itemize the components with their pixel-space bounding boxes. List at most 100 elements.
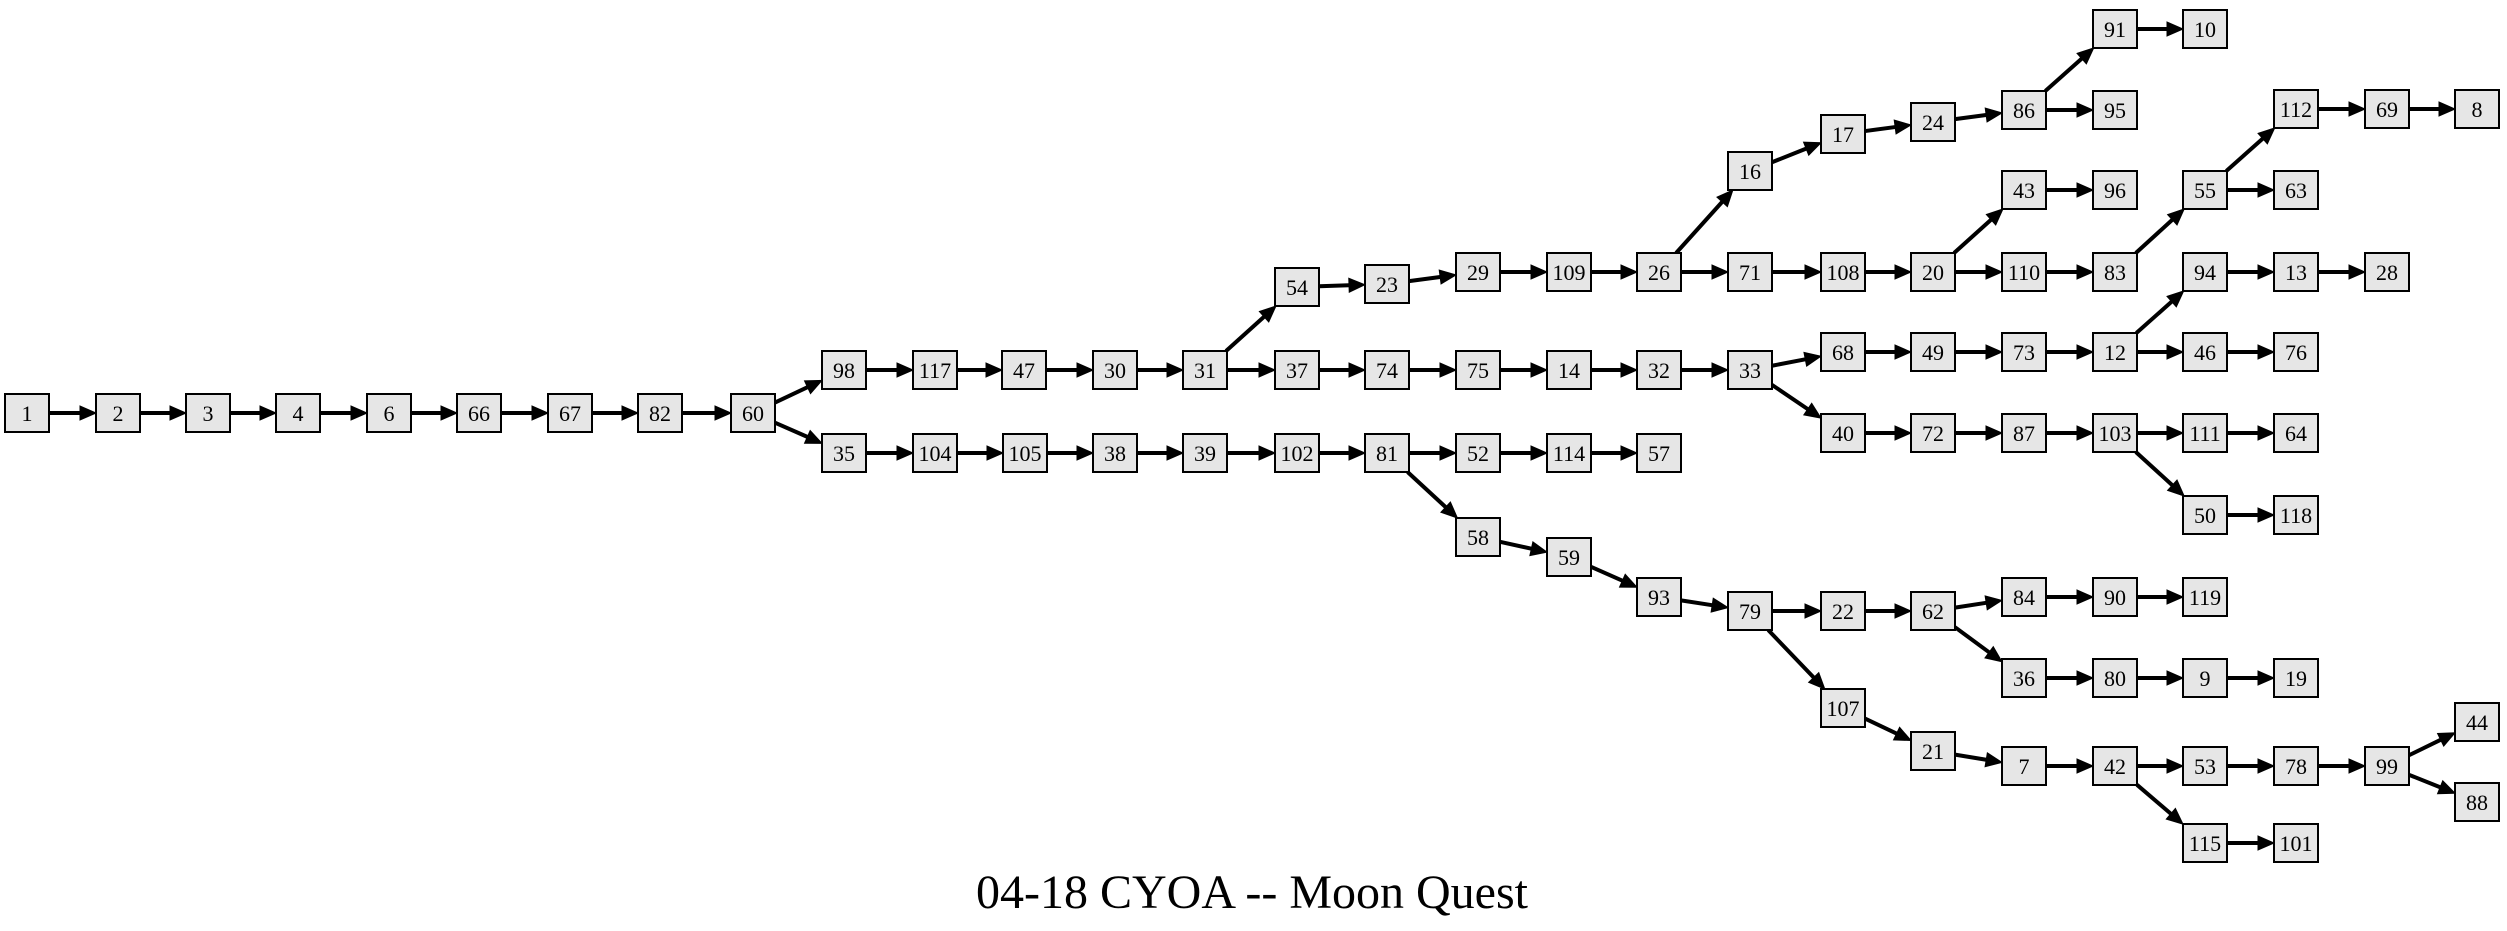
edge-90-to-119: [2137, 589, 2185, 605]
node-73: 73: [2001, 332, 2047, 372]
edge-82-to-60: [682, 405, 733, 421]
node-box: [1182, 350, 1228, 390]
node-label: 59: [1558, 545, 1580, 570]
node-label: 73: [2013, 340, 2035, 365]
node-box: [2364, 89, 2410, 129]
arrowhead: [1894, 264, 1913, 280]
node-label: 28: [2376, 260, 2398, 285]
edge-4-to-6: [320, 405, 369, 421]
node-label: 49: [1922, 340, 1944, 365]
node-13: 13: [2273, 252, 2319, 292]
node-6: 6: [366, 393, 412, 433]
arrowhead: [1620, 362, 1639, 378]
node-23: 23: [1364, 264, 1410, 304]
node-label: 118: [2280, 503, 2312, 528]
node-115: 115: [2182, 823, 2228, 863]
edge-114-to-57: [1591, 445, 1639, 461]
node-box: [1092, 433, 1138, 473]
node-box: [2092, 9, 2138, 49]
node-81: 81: [1364, 433, 1410, 473]
node-42: 42: [2092, 746, 2138, 786]
node-76: 76: [2273, 332, 2319, 372]
node-label: 90: [2104, 585, 2126, 610]
arrowhead: [2166, 21, 2185, 37]
arrowhead: [1807, 671, 1826, 690]
edge-line: [1953, 625, 1991, 654]
node-99: 99: [2364, 746, 2410, 786]
edge-31-to-37: [1227, 362, 1277, 378]
node-box: [2454, 702, 2500, 742]
edge-67-to-82: [592, 405, 640, 421]
node-box: [1636, 252, 1682, 292]
node-box: [2454, 782, 2500, 822]
node-44: 44: [2454, 702, 2500, 742]
arrowhead: [2257, 758, 2276, 774]
node-label: 99: [2376, 754, 2398, 779]
edge-93-to-79: [1680, 597, 1730, 613]
edge-75-to-14: [1500, 362, 1549, 378]
node-10: 10: [2182, 9, 2228, 49]
node-label: 13: [2285, 260, 2307, 285]
edge-line: [1590, 564, 1624, 583]
arrowhead: [1804, 603, 1823, 619]
edge-60-to-98: [774, 379, 824, 405]
node-80: 80: [2092, 658, 2138, 698]
node-box: [2092, 332, 2138, 372]
edge-78-to-99: [2318, 758, 2367, 774]
node-box: [912, 350, 958, 390]
node-label: 72: [1922, 421, 1944, 446]
edge-54-to-23: [1318, 277, 1367, 294]
node-43: 43: [2001, 170, 2047, 210]
node-64: 64: [2273, 413, 2319, 453]
node-box: [1364, 350, 1410, 390]
node-box: [1546, 252, 1592, 292]
node-box: [1910, 252, 1956, 292]
node-box: [185, 393, 231, 433]
arrowhead: [2257, 425, 2276, 441]
node-2: 2: [95, 393, 141, 433]
node-box: [2001, 577, 2047, 617]
node-label: 66: [468, 401, 490, 426]
node-box: [2001, 746, 2047, 786]
node-66: 66: [456, 393, 502, 433]
node-88: 88: [2454, 782, 2500, 822]
node-95: 95: [2092, 90, 2138, 130]
arrowhead: [1985, 208, 2004, 226]
edge-line: [774, 420, 809, 439]
node-104: 104: [912, 433, 958, 473]
node-label: 19: [2285, 666, 2307, 691]
arrowhead: [2076, 182, 2095, 198]
edges-layer: [49, 21, 2457, 851]
arrowhead: [1802, 141, 1823, 157]
arrowhead: [2257, 835, 2276, 851]
node-label: 110: [2008, 260, 2040, 285]
edge-117-to-47: [957, 362, 1004, 378]
node-107: 107: [1820, 688, 1866, 728]
arrowhead: [2076, 670, 2095, 686]
edge-line: [2134, 450, 2174, 487]
edge-102-to-81: [1319, 445, 1367, 461]
node-label: 58: [1467, 525, 1489, 550]
arrowhead: [1984, 107, 2004, 123]
node-box: [1727, 151, 1773, 191]
arrowhead: [1258, 445, 1277, 461]
node-box: [275, 393, 321, 433]
node-label: 62: [1922, 599, 1944, 624]
node-box: [1546, 537, 1592, 577]
node-label: 78: [2285, 754, 2307, 779]
edge-32-to-33: [1681, 362, 1730, 378]
edge-62-to-36: [1953, 625, 2004, 663]
node-box: [2092, 252, 2138, 292]
arrowhead: [1620, 445, 1639, 461]
node-52: 52: [1455, 433, 1501, 473]
node-108: 108: [1820, 252, 1866, 292]
edge-39-to-102: [1227, 445, 1277, 461]
arrowhead: [1348, 362, 1367, 378]
node-label: 24: [1922, 110, 1944, 135]
arrowhead: [1348, 277, 1367, 294]
node-49: 49: [1910, 332, 1956, 372]
node-label: 119: [2189, 585, 2221, 610]
node-47: 47: [1001, 350, 1047, 390]
edge-line: [1954, 113, 1987, 122]
node-label: 112: [2280, 97, 2312, 122]
